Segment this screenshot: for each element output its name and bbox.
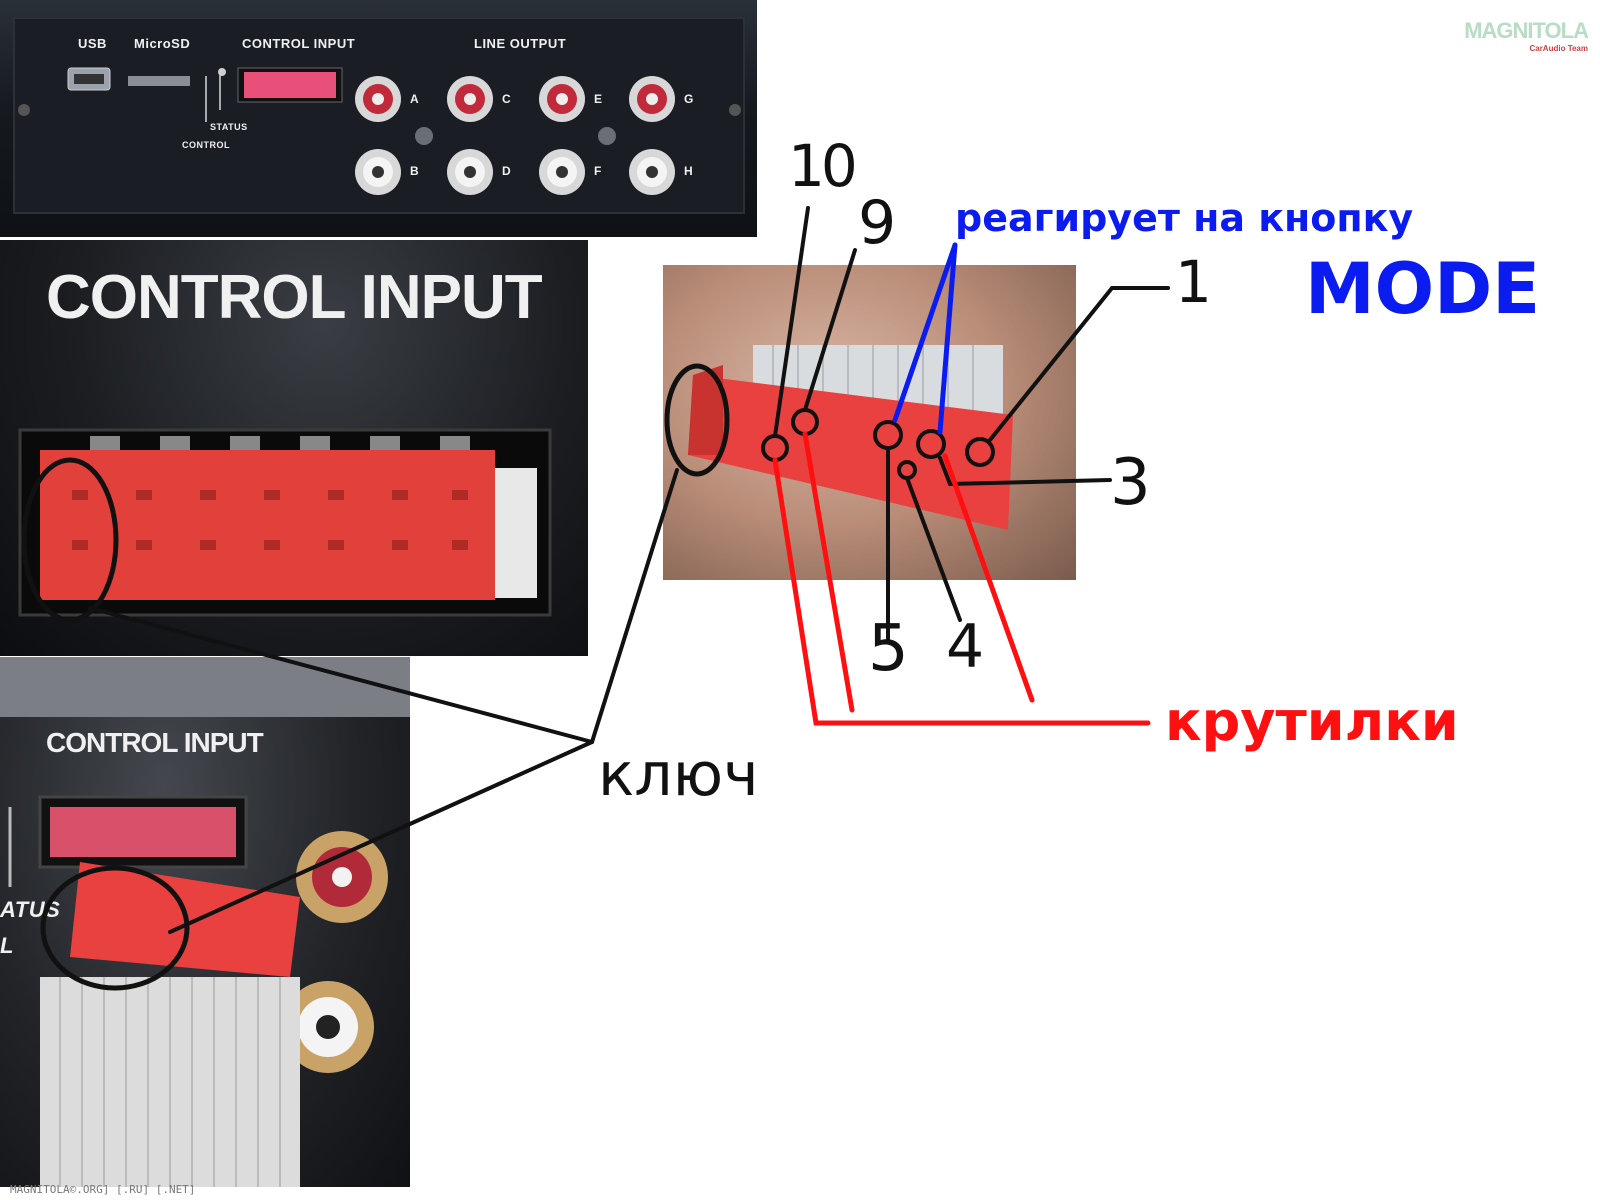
watermark-logo-text: MAGNITOLA [1464, 18, 1589, 43]
knobs-label: крутилки [1165, 690, 1459, 753]
channel-a-label: A [410, 92, 420, 106]
status-label: STATUS [210, 122, 248, 132]
connector-plug-drawing [688, 345, 1013, 530]
device-front-panel-drawing [13, 17, 745, 214]
angled-heading: CONTROL INPUT [46, 727, 264, 758]
angled-status-label: ATUS [0, 897, 61, 922]
usb-label: USB [78, 36, 107, 51]
angled-control-label: L [0, 933, 14, 958]
pin-1-label: 1 [1175, 248, 1212, 316]
device-front-panel-photo: USB MicroSD CONTROL INPUT LINE OUTPUT ST… [0, 0, 757, 237]
channel-d-label: D [502, 164, 512, 178]
pin-4-label: 4 [946, 612, 985, 682]
screw-left [18, 104, 30, 116]
mode-button-label: MODE [1305, 248, 1541, 330]
pin-3-label: 3 [1110, 446, 1151, 520]
connector-plug-photo [663, 265, 1076, 580]
channel-h-label: H [684, 164, 694, 178]
control-label: CONTROL [182, 140, 230, 150]
angled-connector-plug [70, 862, 300, 977]
control-input-closeup-photo: CONTROL INPUT [0, 240, 588, 656]
watermark-sub-text: CarAudio Team [1529, 44, 1588, 53]
watermark-logo: MAGNITOLA CarAudio Team [1464, 18, 1589, 53]
pin-10-label: 10 [788, 132, 858, 200]
closeup-heading: CONTROL INPUT [46, 263, 543, 332]
line-output-label: LINE OUTPUT [474, 36, 567, 51]
closeup-connector-body [40, 450, 495, 600]
microsd-slot [128, 76, 190, 86]
pin-5-label: 5 [868, 612, 909, 686]
footer-watermark-text: MAGNITOLA©.ORG] [.RU] [.NET] [10, 1183, 196, 1196]
key-label: ключ [598, 740, 759, 810]
pin-9-label: 9 [858, 188, 897, 258]
angled-view-photo: CONTROL INPUT ATUS L [0, 657, 410, 1187]
rca-jacks [355, 76, 675, 195]
control-input-label: CONTROL INPUT [242, 36, 356, 51]
channel-e-label: E [594, 92, 603, 106]
control-input-connector [244, 72, 336, 98]
channel-c-label: C [502, 92, 512, 106]
channel-f-label: F [594, 164, 602, 178]
screw-right [729, 104, 741, 116]
channel-g-label: G [684, 92, 694, 106]
channel-b-label: B [410, 164, 420, 178]
status-led [218, 68, 226, 76]
mode-note-label: реагирует на кнопку [955, 196, 1414, 240]
microsd-label: MicroSD [134, 36, 191, 51]
